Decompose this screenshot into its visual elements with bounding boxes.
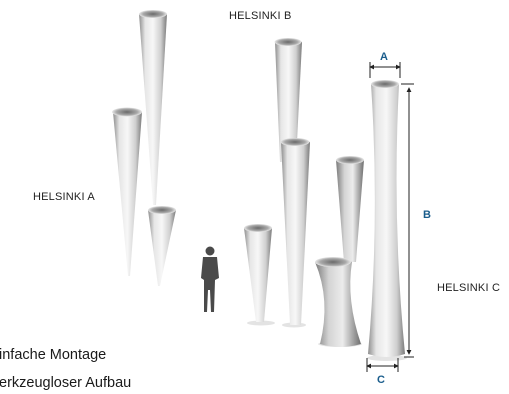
label-helsinki-c: HELSINKI C <box>437 282 501 294</box>
helsinki-b-column-3 <box>280 138 310 325</box>
dimension-c-line <box>366 358 399 372</box>
helsinki-b-column-4 <box>336 156 364 262</box>
feature-item-1: infache Montage <box>0 347 107 363</box>
helsinki-a-column-2 <box>112 107 142 276</box>
helsinki-b-column-1 <box>274 38 302 162</box>
helsinki-a-column-1 <box>139 10 167 205</box>
dimension-a-label: A <box>380 51 388 63</box>
helsinki-b-column-2 <box>244 224 272 322</box>
dimension-b-line <box>401 83 414 358</box>
dimension-b-label: B <box>423 209 431 221</box>
label-helsinki-b: HELSINKI B <box>229 10 292 22</box>
person-silhouette <box>201 246 219 312</box>
dimension-c-label: C <box>377 374 385 386</box>
helsinki-a-column-3 <box>148 206 176 286</box>
dimension-a-line <box>369 62 401 78</box>
label-helsinki-a: HELSINKI A <box>33 191 95 203</box>
helsinki-c-column-tall <box>368 80 405 357</box>
helsinki-c-column-short <box>315 257 361 347</box>
feature-item-2: erkzeugloser Aufbau <box>0 375 132 391</box>
